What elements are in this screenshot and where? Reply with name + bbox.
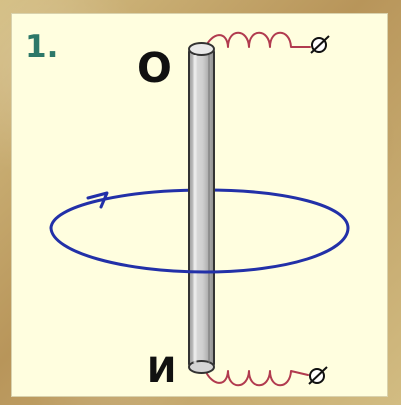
- bottom-pole-label: И: [147, 351, 176, 391]
- top-terminal-icon: [310, 35, 330, 54]
- top-pole-label: О: [137, 44, 172, 92]
- vertical-conductor: [188, 42, 215, 374]
- top-coil: [204, 31, 311, 49]
- bottom-terminal-icon: [308, 366, 328, 385]
- current-loop-front: [49, 226, 350, 274]
- bottom-coil: [204, 369, 309, 387]
- figure-number-label: 1.: [25, 29, 58, 65]
- arrow-right-icon: [86, 191, 109, 209]
